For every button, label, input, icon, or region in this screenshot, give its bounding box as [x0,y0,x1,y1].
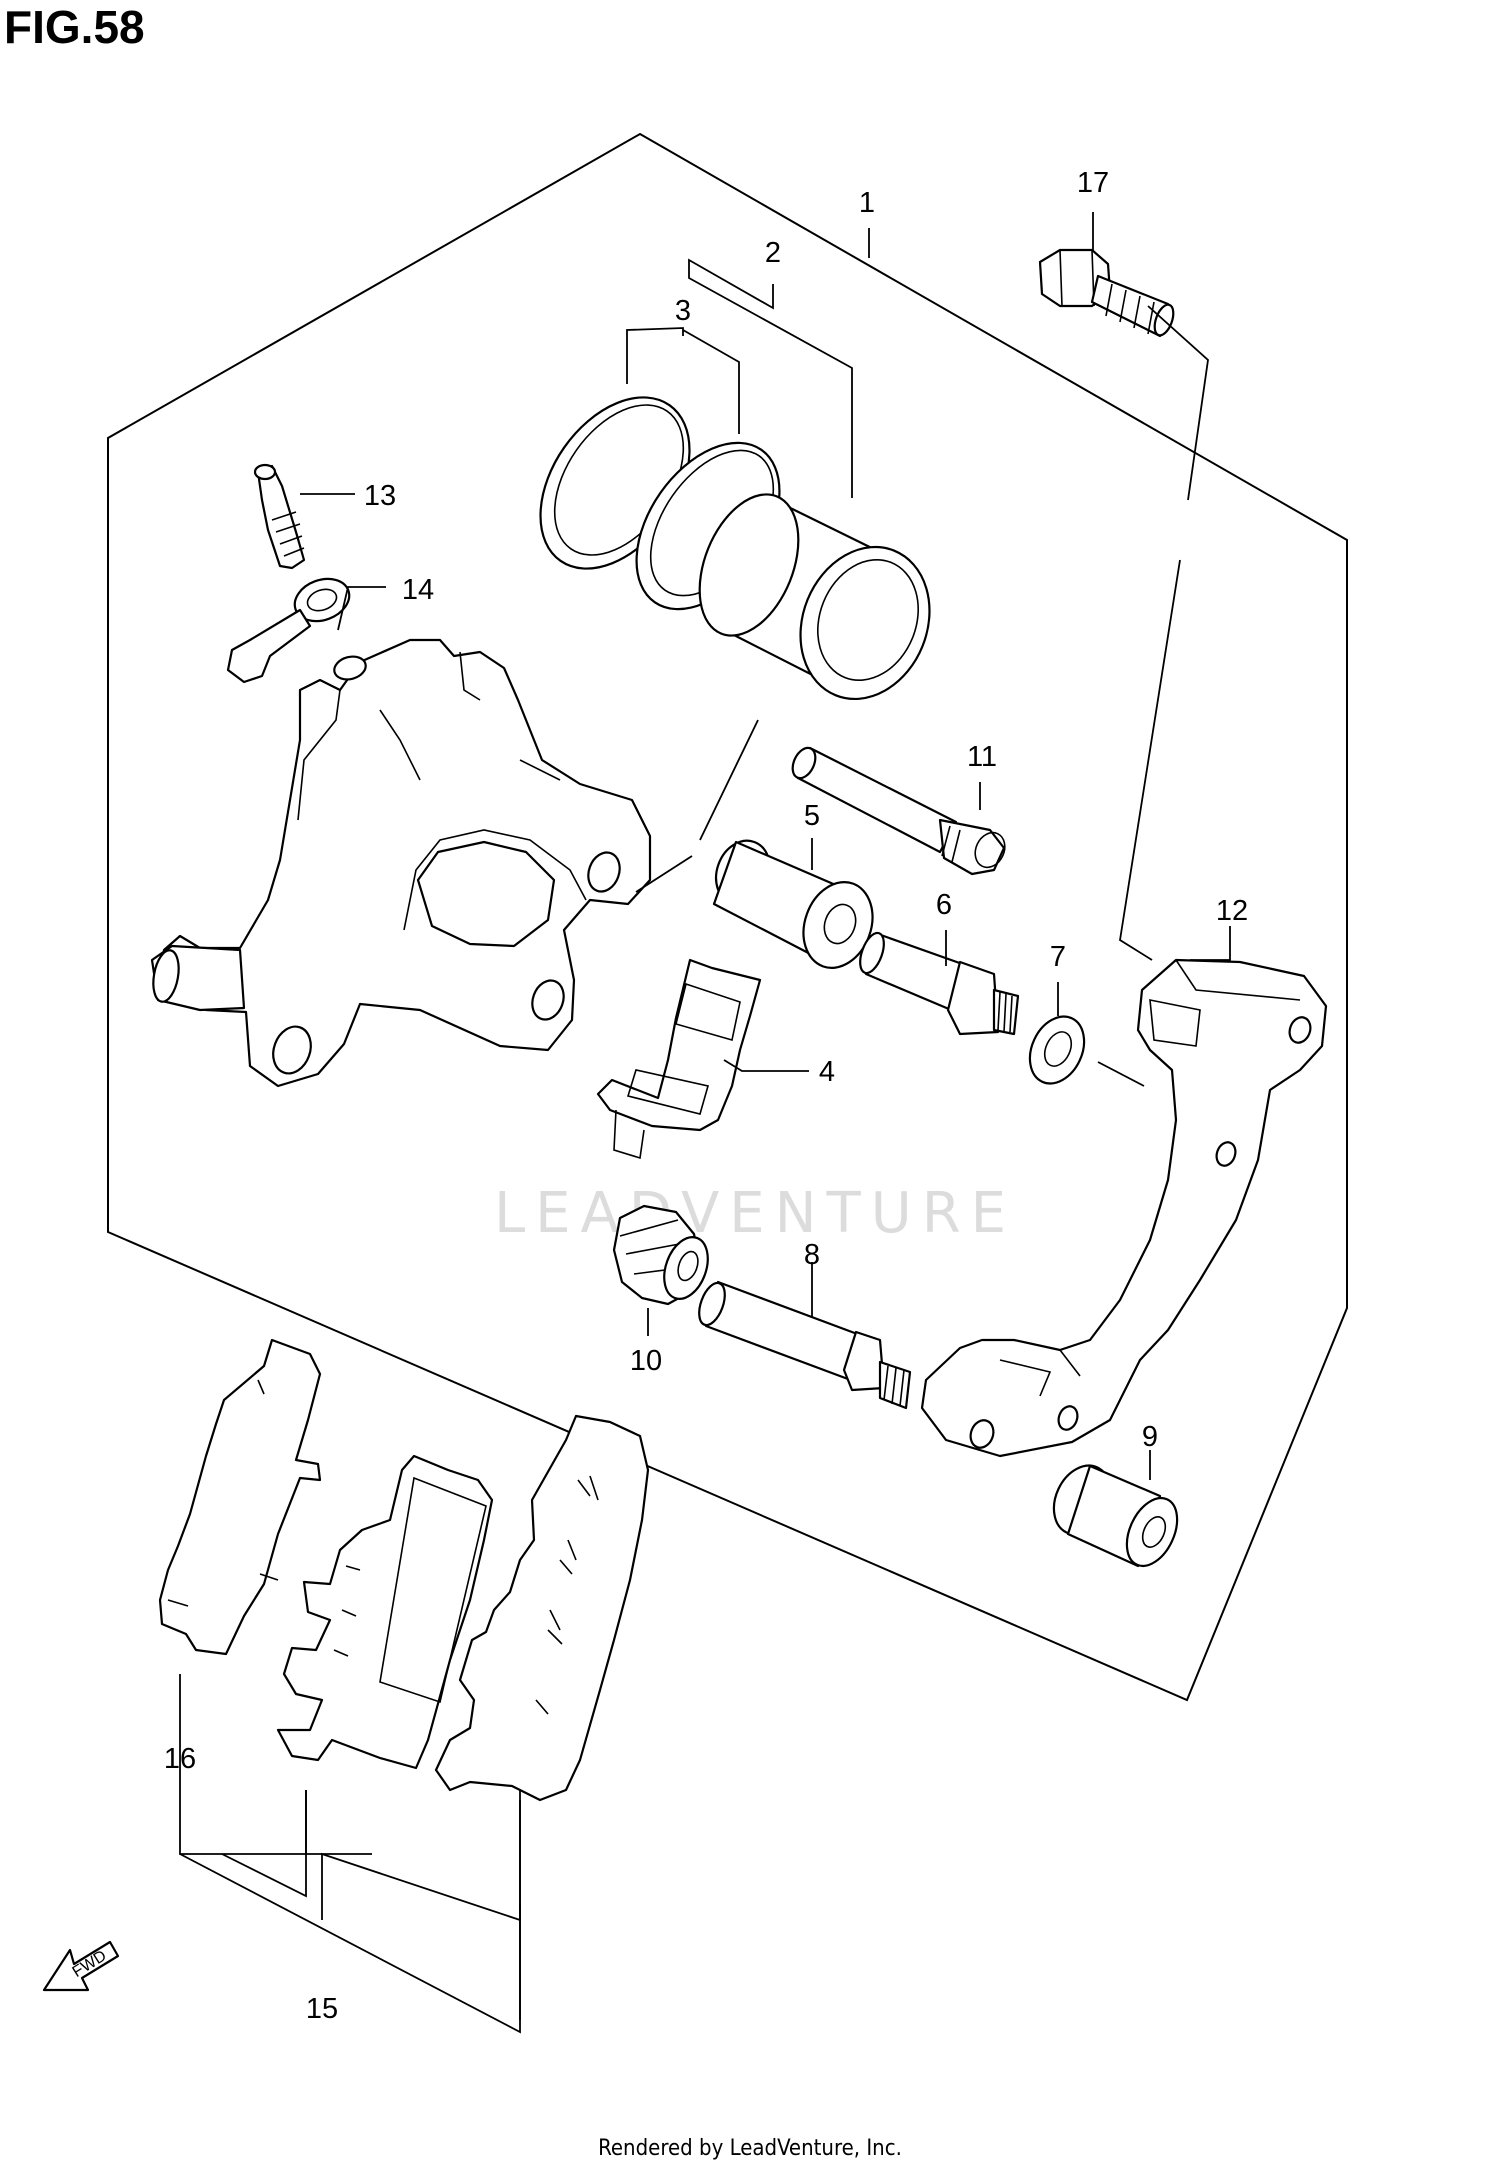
piston[interactable] [680,480,951,719]
shim-plate-16[interactable] [158,1338,322,1656]
boot-10[interactable] [612,1204,716,1306]
pin-8[interactable] [694,1280,912,1410]
label-2: 2 [765,237,781,269]
label-9: 9 [1142,1421,1158,1453]
brake-pad-15a[interactable] [276,1454,494,1770]
assembly-lines [635,305,1209,1087]
part-labels: 1 2 3 4 5 6 7 8 9 10 11 12 13 14 15 16 1… [164,167,1248,2025]
caliper-bracket-12[interactable] [920,958,1328,1458]
label-17: 17 [1077,167,1109,199]
label-11: 11 [967,741,997,773]
bolt-17[interactable] [1038,248,1177,338]
bleeder-screw-13[interactable] [253,463,306,570]
figure-title: FIG.58 [4,1,145,53]
label-10: 10 [630,1345,662,1377]
caliper-body[interactable] [150,638,652,1088]
footer-credit: Rendered by LeadVenture, Inc. [598,2136,902,2161]
label-7: 7 [1050,941,1066,973]
leader-lines [179,212,1231,2034]
label-5: 5 [804,800,820,832]
forward-arrow: FWD [42,1940,120,1992]
label-12: 12 [1216,895,1248,927]
label-14: 14 [402,574,434,606]
bleeder-cap-14[interactable] [226,572,355,684]
label-3: 3 [675,295,691,327]
forward-arrow-label: FWD [70,1947,110,1981]
label-1: 1 [859,187,875,219]
label-15: 15 [306,1993,338,2025]
assembly-outline [107,132,1348,1702]
watermark: LEADVENTURE [494,1181,1016,1246]
washer-7[interactable] [1020,1008,1095,1093]
label-4: 4 [819,1056,835,1088]
pin-bolt-6[interactable] [855,930,1020,1036]
brake-pad-15b[interactable] [434,1414,650,1802]
sleeve-pin-11[interactable] [788,744,1010,876]
collar-9[interactable] [1043,1456,1187,1574]
label-6: 6 [936,889,952,921]
label-8: 8 [804,1239,820,1271]
pad-spring-4[interactable] [596,958,762,1160]
boot-5[interactable] [707,833,884,978]
label-16: 16 [164,1743,196,1775]
label-13: 13 [364,480,396,512]
